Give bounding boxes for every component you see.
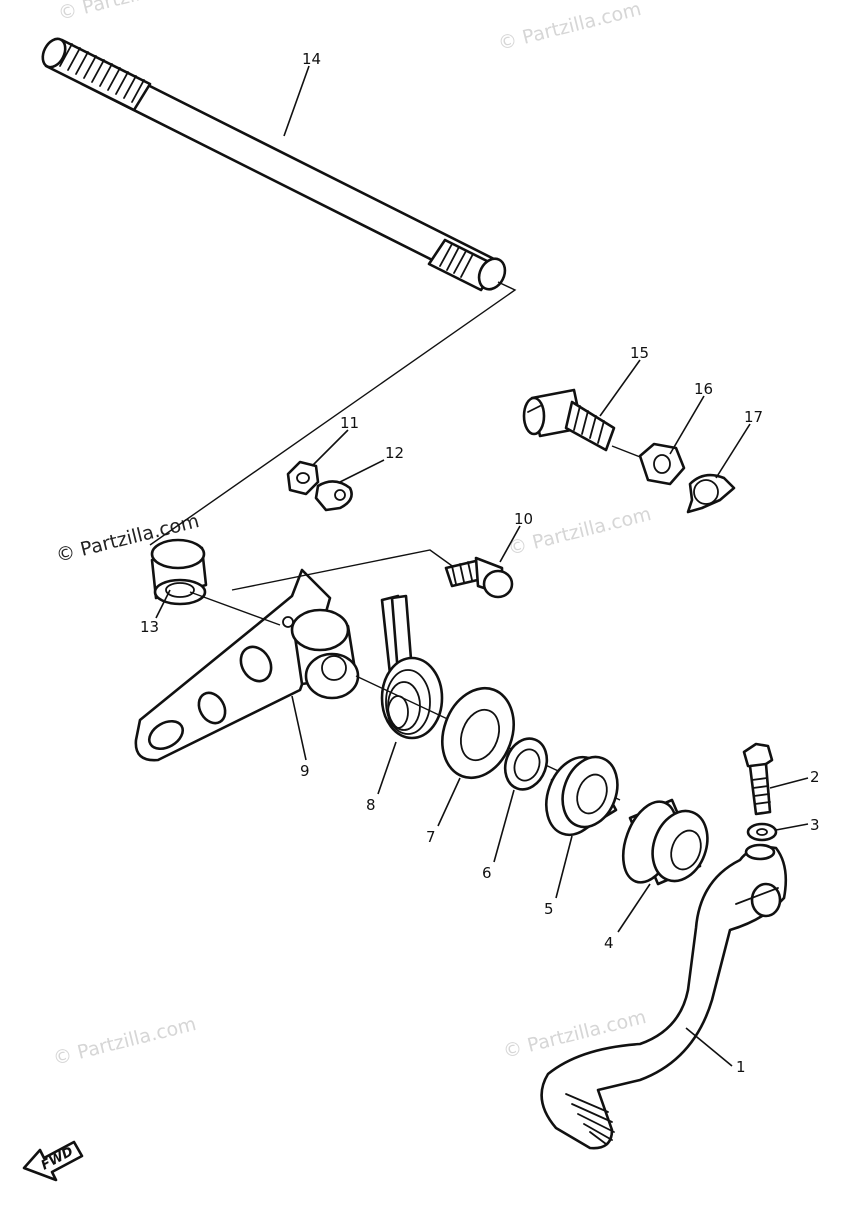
callout-14: 14: [302, 50, 321, 68]
callout-17: 17: [744, 408, 763, 426]
callout-13: 13: [140, 618, 159, 636]
small-washer-part-6: [503, 737, 549, 791]
watermark-bottom-left: © Partzilla.com: [51, 1013, 199, 1070]
boss-collar-part-4: [621, 798, 709, 886]
callout-8: 8: [366, 796, 376, 814]
nut-part-11: [286, 460, 320, 496]
nut-part-16: [638, 442, 686, 486]
callout-5: 5: [544, 900, 554, 918]
watermark-top-right: © Partzilla.com: [496, 0, 644, 55]
watermarks: © Partzilla.com © Partzilla.com © Partzi…: [51, 0, 654, 1070]
callout-labels: 14 11 12 10 13 9 8 7 6 5 4 2 3 1 15 16 1…: [140, 50, 820, 1076]
callout-15: 15: [630, 344, 649, 362]
alignment-line-shaft: [149, 281, 517, 546]
callout-10: 10: [514, 510, 533, 528]
callout-3: 3: [810, 816, 820, 834]
alignment-line-pin: [231, 549, 456, 591]
callout-11: 11: [340, 414, 359, 432]
callout-7: 7: [426, 828, 436, 846]
kick-lever-part-9: [134, 568, 360, 762]
callout-9: 9: [300, 762, 310, 780]
leader-lines: [155, 65, 809, 1067]
lock-washer-part-17: [686, 473, 736, 514]
kick-shaft-part-14: [41, 37, 507, 292]
callout-12: 12: [385, 444, 404, 462]
callout-1: 1: [736, 1058, 746, 1076]
callout-6: 6: [482, 864, 492, 882]
kick-crank-part-1: [540, 843, 788, 1150]
forward-arrow-icon: [22, 1140, 84, 1182]
washer-part-3: [746, 822, 778, 842]
collar-part-13: [150, 538, 208, 606]
lock-washer-part-12: [314, 480, 353, 512]
large-washer-part-7: [441, 686, 515, 780]
bushing-part-5: [545, 755, 619, 837]
callout-4: 4: [604, 934, 614, 952]
callout-16: 16: [694, 380, 713, 398]
callout-2: 2: [810, 768, 820, 786]
watermark-top-left: © Partzilla.com: [56, 0, 204, 25]
forward-direction-badge: FWD: [22, 1140, 84, 1182]
pin-part-10: [444, 556, 514, 599]
bolt-part-2: [742, 742, 774, 816]
torsion-spring-part-8: [380, 594, 444, 740]
alignment-line-collar: [189, 591, 281, 626]
adjuster-bolt-part-15: [522, 388, 616, 452]
